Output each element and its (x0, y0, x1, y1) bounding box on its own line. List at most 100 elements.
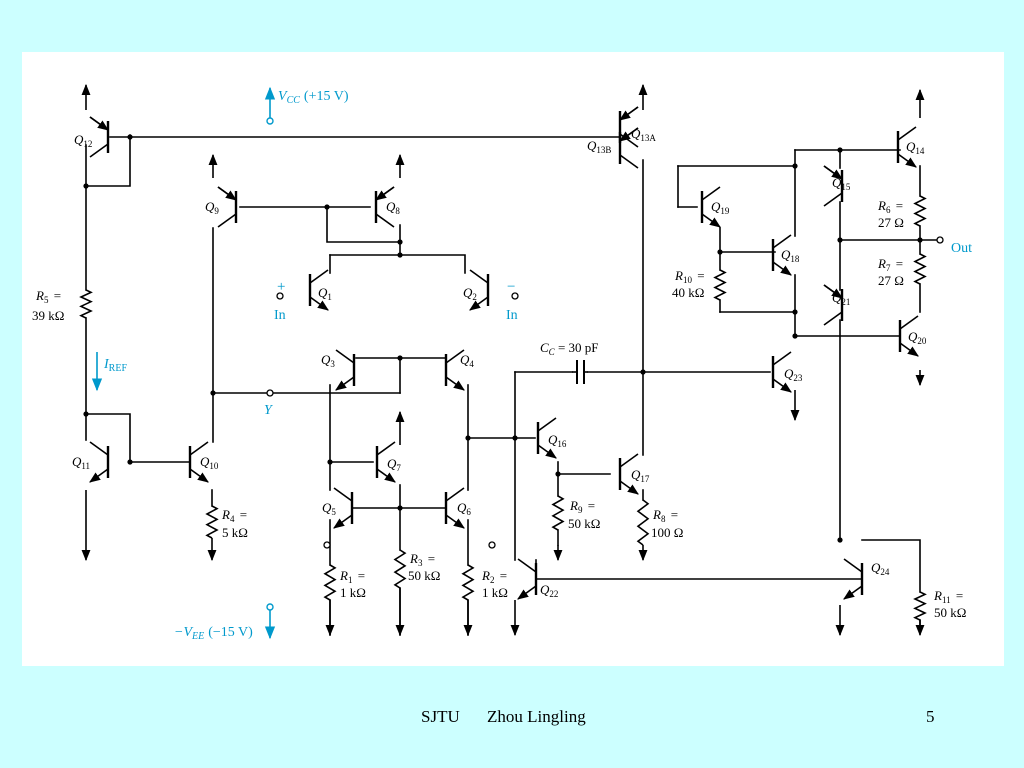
iref-label: IREF (103, 357, 127, 374)
value-r3: 50 kΩ (408, 568, 440, 583)
label-r6: R6 = (877, 198, 903, 215)
label-q18: Q18 (781, 247, 800, 264)
page-number: 5 (926, 707, 935, 726)
in-minus-label: In (506, 308, 518, 323)
label-r9: R9 = (569, 498, 595, 515)
vcc-annotation: VCC(+15 V) (264, 86, 349, 125)
junction-dot-20 (917, 237, 923, 243)
junction-dot-2 (83, 411, 89, 417)
vee-annotation: −VEE(−15 V) (174, 603, 276, 642)
junction-dot-22 (837, 537, 843, 543)
transistor-q3 (335, 349, 356, 391)
junction-dot-1 (83, 183, 89, 189)
value-r7: 27 Ω (878, 273, 904, 288)
transistor-q16 (536, 417, 557, 459)
label-q8: Q8 (386, 199, 400, 216)
transistor-q19 (700, 186, 721, 228)
value-r10: 40 kΩ (672, 285, 704, 300)
label-q17: Q17 (631, 467, 650, 484)
footer-author: Zhou Lingling (487, 707, 586, 726)
in-plus-label: In (274, 308, 286, 323)
transistor-q15 (823, 165, 844, 207)
label-q10: Q10 (200, 454, 219, 471)
label-q21: Q21 (832, 290, 850, 307)
terminal-4 (323, 541, 331, 549)
op-amp-schematic: VCC(+15 V) −VEE(−15 V) IREF + In − In Ou… (32, 83, 972, 642)
transistor-q21 (823, 284, 844, 326)
label-q5: Q5 (322, 500, 336, 517)
label-q22: Q22 (540, 582, 558, 599)
resistor-r6 (913, 195, 927, 227)
wire-12 (329, 254, 466, 274)
transistor-q10 (188, 441, 209, 483)
junction-dot-5 (324, 204, 330, 210)
junction-dot-9 (327, 459, 333, 465)
junction-dot-6 (397, 239, 403, 245)
label-q24: Q24 (871, 560, 890, 577)
label-q6: Q6 (457, 500, 471, 517)
transistor-q23 (771, 351, 792, 393)
label-q20: Q20 (908, 329, 927, 346)
value-r6: 27 Ω (878, 215, 904, 230)
label-q3: Q3 (321, 352, 335, 369)
transistor-q6 (444, 487, 465, 529)
label-q12: Q12 (74, 132, 92, 149)
junction-dot-8 (397, 355, 403, 361)
label-q14: Q14 (906, 139, 925, 156)
schematic-panel: VCC(+15 V) −VEE(−15 V) IREF + In − In Ou… (22, 52, 1004, 666)
resistor-r5 (79, 289, 93, 319)
resistor-r11 (913, 591, 927, 621)
terminal-5 (488, 541, 496, 549)
resistor-r2 (461, 564, 475, 601)
label-r10: R10 = (674, 268, 705, 285)
transistor-q1 (308, 269, 329, 311)
vee-label: −VEE(−15 V) (174, 625, 253, 642)
wire-3 (85, 134, 131, 187)
value-r1: 1 kΩ (340, 585, 366, 600)
label-r3: R3 = (409, 551, 435, 568)
junction-dot-7 (397, 252, 403, 258)
resistor-r7 (913, 253, 927, 285)
transistor-q2 (469, 269, 490, 311)
label-r8: R8 = (652, 507, 678, 524)
junction-dot-0 (127, 134, 133, 140)
transistor-q8 (374, 186, 395, 228)
junction-dot-16 (837, 147, 843, 153)
label-q4: Q4 (460, 352, 474, 369)
transistor-q9 (217, 186, 238, 228)
wire-59 (861, 539, 921, 593)
wire-10 (326, 206, 401, 243)
transistor-q20 (898, 315, 919, 357)
label-r2: R2 = (481, 568, 507, 585)
label-r5: R5 = (35, 288, 61, 305)
transistor-q17 (618, 453, 639, 495)
vcc-label: VCC(+15 V) (278, 89, 349, 106)
label-q16: Q16 (548, 432, 567, 449)
label-r4: R4 = (221, 507, 247, 524)
transistor-q22 (517, 558, 538, 600)
resistor-r1 (323, 564, 337, 601)
value-r5: 39 kΩ (32, 308, 64, 323)
junction-dot-21 (792, 333, 798, 339)
label-q13a: Q13A (631, 126, 656, 143)
capacitor-cc (572, 360, 588, 384)
components (79, 106, 927, 621)
resistor-r4 (205, 505, 219, 539)
transistor-q13b (618, 127, 639, 169)
transistor-q11 (89, 441, 110, 483)
footer-org: SJTU (421, 707, 460, 726)
terminal-3 (266, 389, 274, 397)
transistor-q4 (444, 349, 465, 391)
wire-4 (85, 413, 131, 463)
transistor-q18 (771, 234, 792, 276)
junction-dot-14 (555, 471, 561, 477)
capacitor-label: CC = 30 pF (540, 340, 599, 357)
label-q1: Q1 (318, 285, 332, 302)
terminal-1 (511, 292, 519, 300)
supply-arrows (81, 83, 944, 637)
junction-dot-10 (397, 505, 403, 511)
in-plus-sign: + (277, 279, 285, 295)
resistor-r8 (636, 499, 650, 546)
value-r2: 1 kΩ (482, 585, 508, 600)
